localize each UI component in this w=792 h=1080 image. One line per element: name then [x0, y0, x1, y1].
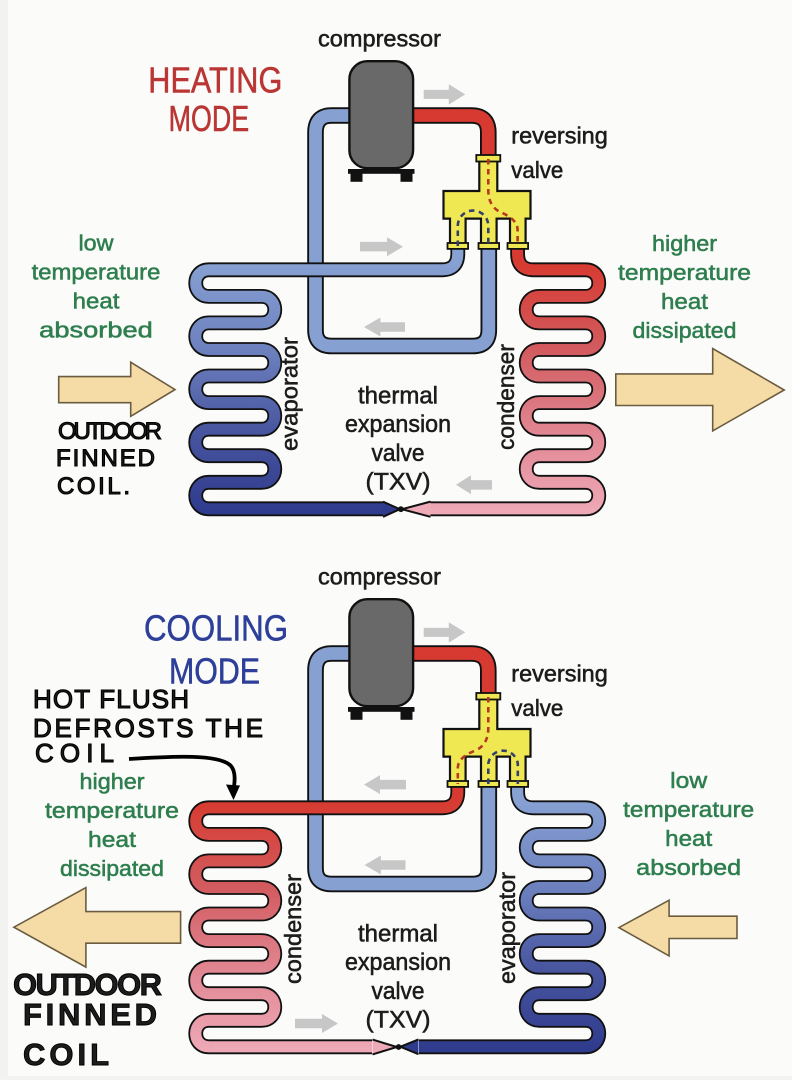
svg-text:OUTDOOR: OUTDOOR: [13, 967, 162, 1002]
svg-text:thermal: thermal: [358, 383, 438, 410]
svg-text:MODE: MODE: [169, 98, 250, 139]
svg-text:FINNED: FINNED: [56, 445, 155, 472]
svg-text:OUTDOOR: OUTDOOR: [58, 418, 162, 445]
svg-text:DEFROSTS THE: DEFROSTS THE: [33, 713, 263, 743]
svg-text:COOLING: COOLING: [144, 608, 288, 649]
svg-text:MODE: MODE: [169, 651, 260, 692]
svg-text:condenser: condenser: [280, 874, 306, 984]
svg-text:condenser: condenser: [493, 344, 519, 450]
svg-text:temperature: temperature: [45, 798, 179, 823]
svg-text:dissipated: dissipated: [633, 318, 737, 343]
svg-text:(TXV): (TXV): [366, 469, 431, 496]
svg-text:heat: heat: [88, 827, 137, 852]
svg-text:HOT FLUSH: HOT FLUSH: [33, 684, 189, 714]
svg-text:absorbed: absorbed: [39, 318, 153, 343]
svg-text:evaporator: evaporator: [277, 337, 303, 451]
svg-text:COIL.: COIL.: [57, 473, 130, 500]
svg-text:(TXV): (TXV): [366, 1007, 431, 1034]
svg-text:reversing: reversing: [511, 661, 608, 687]
svg-text:compressor: compressor: [318, 26, 441, 52]
svg-text:low: low: [79, 231, 115, 256]
svg-text:higher: higher: [80, 769, 146, 794]
svg-text:temperature: temperature: [618, 260, 751, 285]
svg-text:low: low: [670, 768, 708, 793]
svg-text:heat: heat: [665, 826, 713, 851]
svg-text:temperature: temperature: [623, 797, 754, 822]
svg-text:HEATING: HEATING: [148, 60, 282, 101]
svg-text:compressor: compressor: [318, 564, 441, 590]
svg-text:higher: higher: [652, 231, 718, 256]
svg-text:thermal: thermal: [358, 921, 438, 948]
svg-text:valve: valve: [511, 695, 563, 721]
svg-text:evaporator: evaporator: [494, 872, 520, 984]
svg-text:heat: heat: [661, 289, 709, 314]
svg-text:reversing: reversing: [511, 123, 608, 149]
svg-text:FINNED: FINNED: [23, 997, 157, 1032]
svg-text:temperature: temperature: [32, 260, 161, 285]
svg-text:valve: valve: [372, 978, 425, 1005]
svg-text:dissipated: dissipated: [60, 856, 164, 881]
svg-text:valve: valve: [372, 440, 425, 467]
svg-text:expansion: expansion: [345, 949, 451, 976]
svg-text:absorbed: absorbed: [636, 855, 741, 880]
svg-text:valve: valve: [511, 157, 563, 183]
svg-text:expansion: expansion: [345, 411, 451, 438]
svg-text:heat: heat: [73, 289, 121, 314]
svg-text:COIL: COIL: [35, 738, 114, 768]
svg-text:COIL: COIL: [23, 1037, 109, 1072]
